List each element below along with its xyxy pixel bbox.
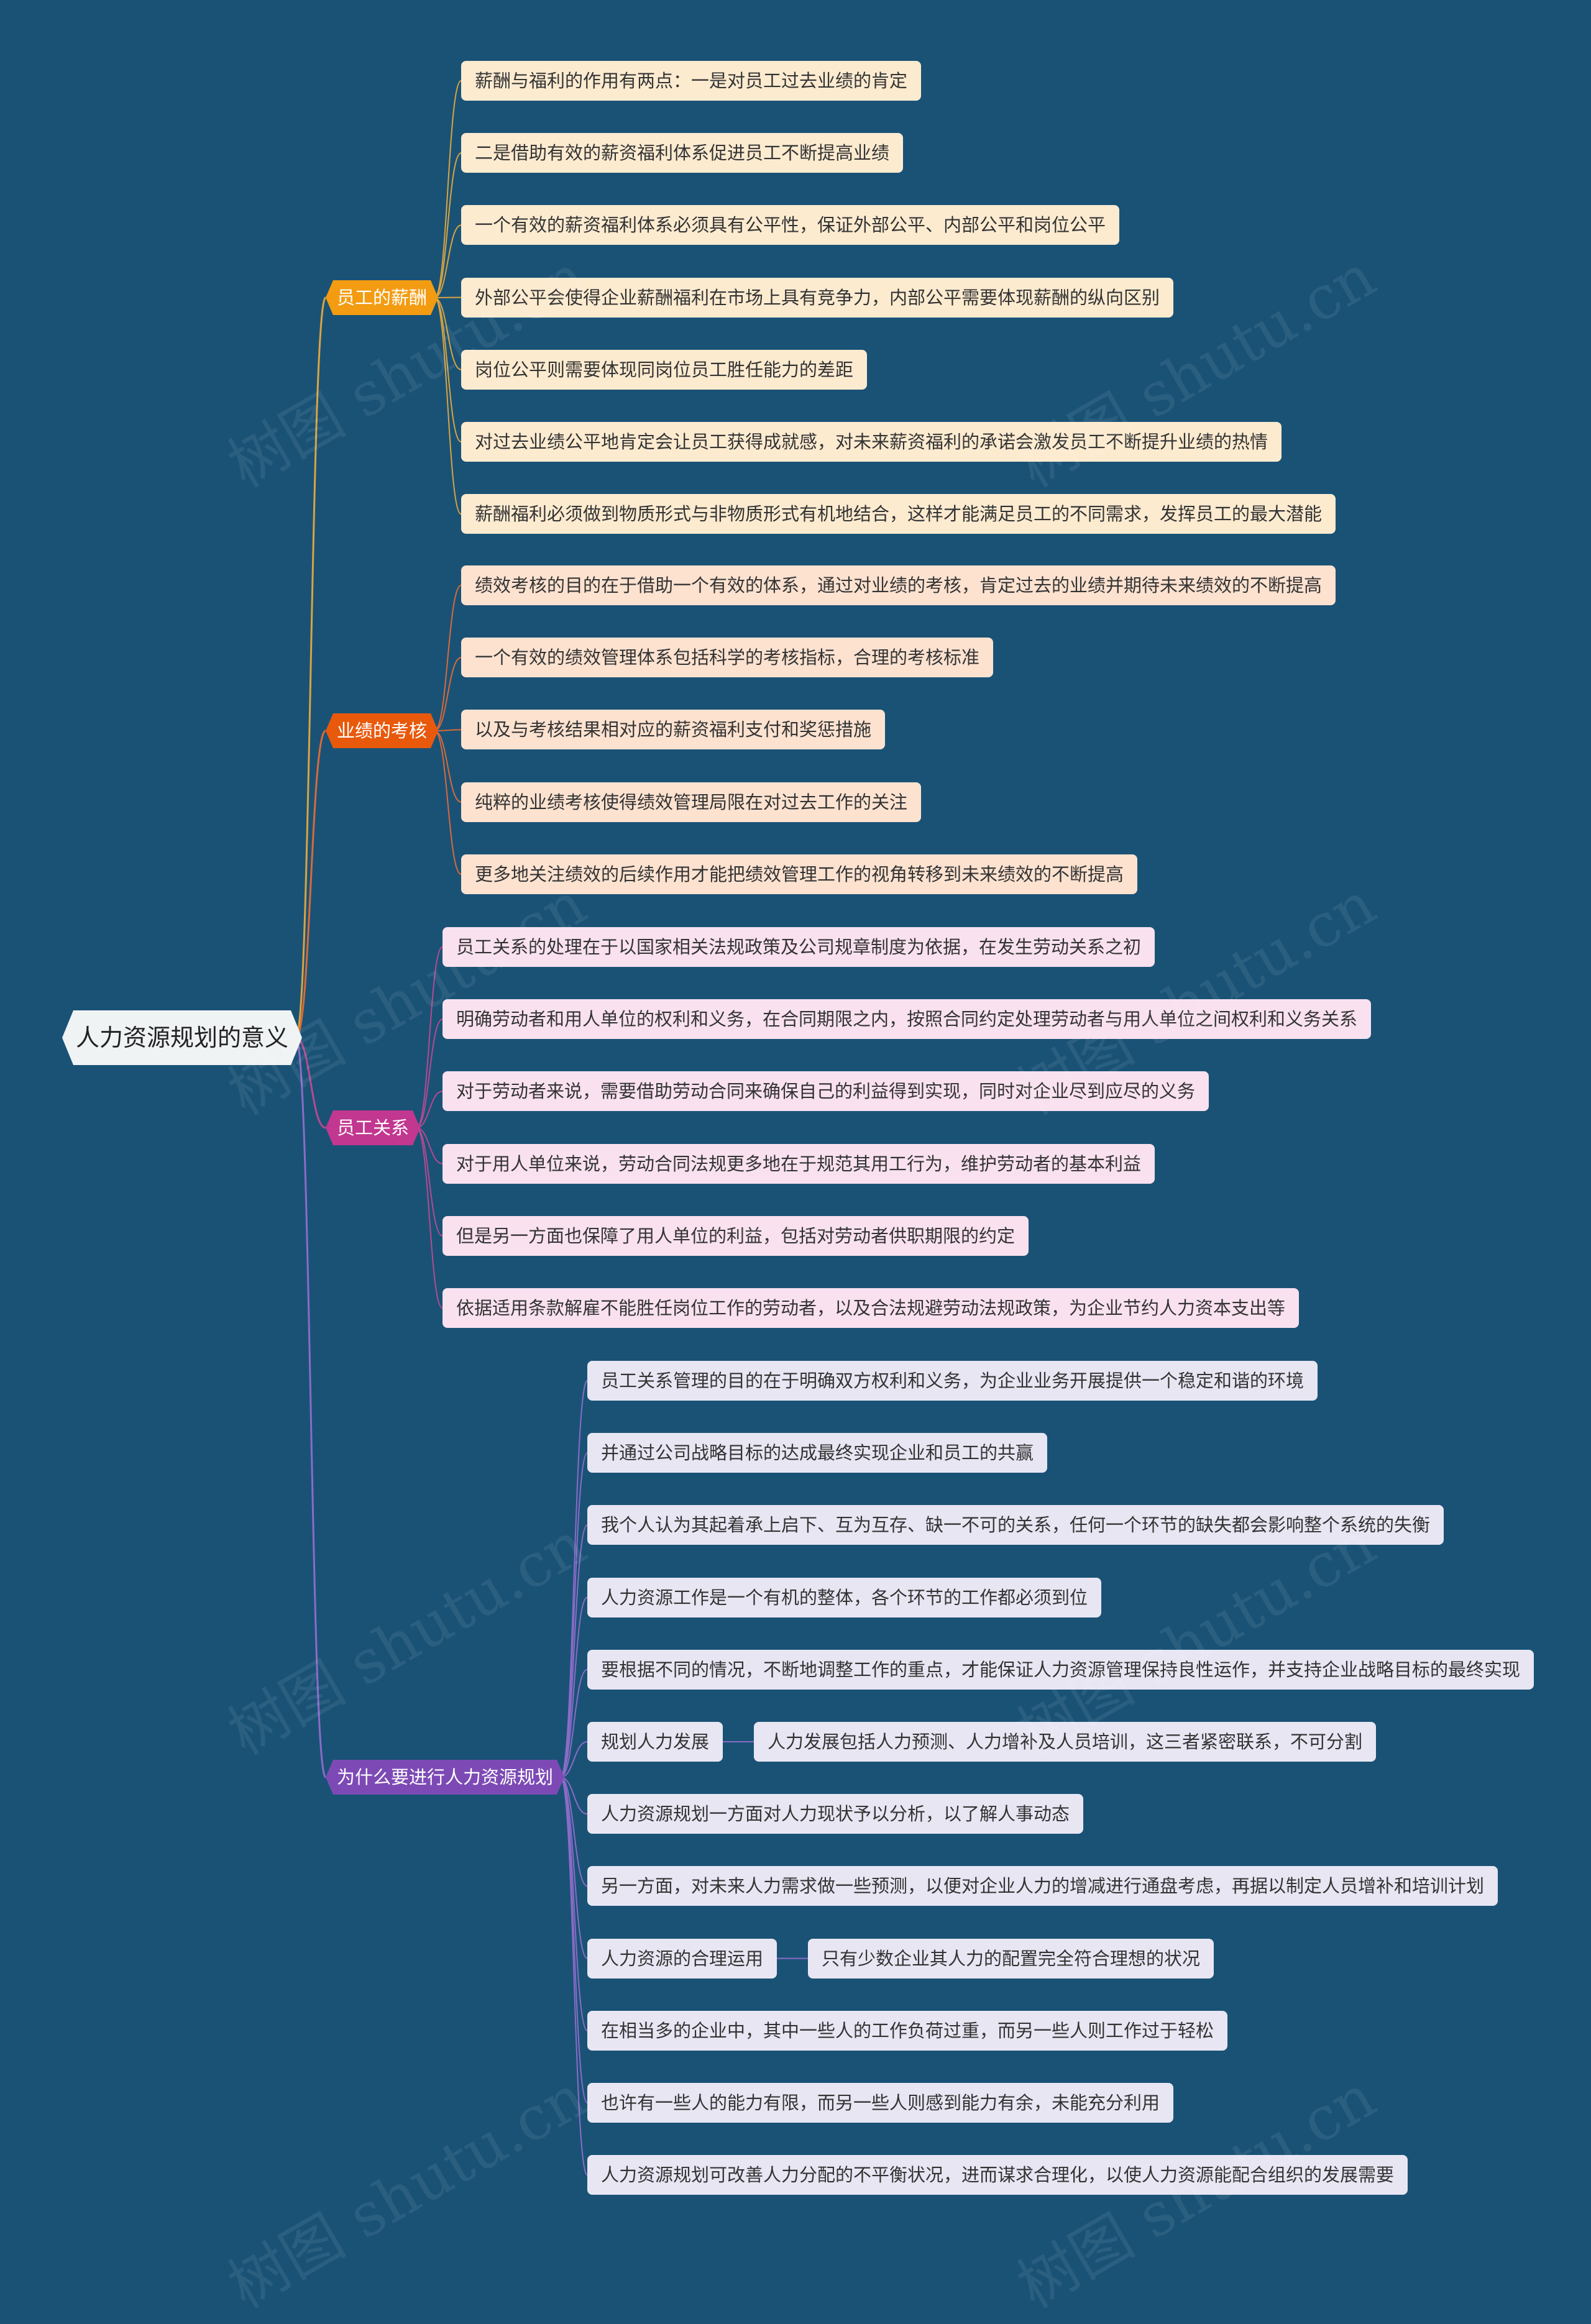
leaf-topic[interactable]: 对于劳动者来说，需要借助劳动合同来确保自己的利益得到实现，同时对企业尽到应尽的义…: [442, 1071, 1209, 1111]
root-topic[interactable]: 人力资源规划的意义: [62, 1010, 302, 1065]
connector-line: [416, 947, 442, 1128]
leaf-topic[interactable]: 在相当多的企业中，其中一些人的工作负荷过重，而另一些人则工作过于轻松: [587, 2011, 1227, 2051]
connector-line: [561, 1777, 587, 2175]
connector-line: [434, 225, 461, 298]
leaf-topic[interactable]: 人力资源规划一方面对人力现状予以分析，以了解人事动态: [587, 1794, 1083, 1834]
sub-topic[interactable]: 只有少数企业其人力的配置完全符合理想的状况: [808, 1939, 1214, 1979]
leaf-topic[interactable]: 薪酬与福利的作用有两点：一是对员工过去业绩的肯定: [461, 61, 921, 101]
leaf-topic[interactable]: 要根据不同的情况，不断地调整工作的重点，才能保证人力资源管理保持良性运作，并支持…: [587, 1650, 1534, 1690]
connector-line: [434, 731, 461, 802]
leaf-topic[interactable]: 但是另一方面也保障了用人单位的利益，包括对劳动者供职期限的约定: [442, 1216, 1029, 1256]
leaf-topic[interactable]: 并通过公司战略目标的达成最终实现企业和员工的共赢: [587, 1433, 1047, 1473]
connector-lines: [0, 0, 1591, 2258]
leaf-topic[interactable]: 人力资源的合理运用: [587, 1939, 777, 1979]
connector-line: [561, 1777, 587, 2103]
connector-line: [296, 298, 326, 1038]
leaf-topic[interactable]: 外部公平会使得企业薪酬福利在市场上具有竞争力，内部公平需要体现薪酬的纵向区别: [461, 278, 1173, 318]
connector-line: [434, 81, 461, 298]
connector-line: [296, 731, 326, 1038]
mind-map: 人力资源规划的意义 员工的薪酬 薪酬与福利的作用有两点：一是对员工过去业绩的肯定二…: [0, 0, 1591, 2258]
leaf-topic[interactable]: 岗位公平则需要体现同岗位员工胜任能力的差距: [461, 350, 867, 390]
leaf-topic[interactable]: 人力资源工作是一个有机的整体，各个环节的工作都必须到位: [587, 1578, 1101, 1617]
leaf-topic[interactable]: 人力资源规划可改善人力分配的不平衡状况，进而谋求合理化，以使人力资源能配合组织的…: [587, 2155, 1408, 2195]
leaf-topic[interactable]: 薪酬福利必须做到物质形式与非物质形式有机地结合，这样才能满足员工的不同需求，发挥…: [461, 494, 1336, 534]
connector-line: [561, 1453, 587, 1777]
connector-line: [434, 298, 461, 514]
connector-line: [434, 298, 461, 370]
branch-topic[interactable]: 业绩的考核: [326, 713, 438, 748]
leaf-topic[interactable]: 我个人认为其起着承上启下、互为互存、缺一不可的关系，任何一个环节的缺失都会影响整…: [587, 1505, 1444, 1545]
leaf-topic[interactable]: 纯粹的业绩考核使得绩效管理局限在对过去工作的关注: [461, 782, 921, 822]
leaf-topic[interactable]: 二是借助有效的薪资福利体系促进员工不断提高业绩: [461, 133, 903, 173]
leaf-topic[interactable]: 规划人力发展: [587, 1722, 723, 1762]
connector-line: [434, 298, 461, 442]
leaf-topic[interactable]: 对于用人单位来说，劳动合同法规更多地在于规范其用工行为，维护劳动者的基本利益: [442, 1144, 1155, 1184]
connector-line: [296, 1038, 326, 1777]
connector-line: [434, 153, 461, 298]
leaf-topic[interactable]: 明确劳动者和用人单位的权利和义务，在合同期限之内，按照合同约定处理劳动者与用人单…: [442, 999, 1371, 1039]
leaf-topic[interactable]: 员工关系的处理在于以国家相关法规政策及公司规章制度为依据，在发生劳动关系之初: [442, 927, 1155, 967]
connector-line: [434, 730, 461, 731]
sub-topic[interactable]: 人力发展包括人力预测、人力增补及人员培训，这三者紧密联系，不可分割: [754, 1722, 1376, 1762]
connector-line: [434, 731, 461, 874]
leaf-topic[interactable]: 绩效考核的目的在于借助一个有效的体系，通过对业绩的考核，肯定过去的业绩并期待未来…: [461, 565, 1336, 605]
leaf-topic[interactable]: 另一方面，对未来人力需求做一些预测，以便对企业人力的增减进行通盘考虑，再据以制定…: [587, 1866, 1498, 1906]
leaf-topic[interactable]: 更多地关注绩效的后续作用才能把绩效管理工作的视角转移到未来绩效的不断提高: [461, 854, 1137, 894]
connector-line: [434, 585, 461, 731]
branch-topic[interactable]: 员工的薪酬: [326, 280, 438, 315]
leaf-topic[interactable]: 依据适用条款解雇不能胜任岗位工作的劳动者，以及合法规避劳动法规政策，为企业节约人…: [442, 1288, 1299, 1328]
connector-line: [434, 657, 461, 731]
leaf-topic[interactable]: 一个有效的绩效管理体系包括科学的考核指标，合理的考核标准: [461, 638, 993, 677]
connector-line: [296, 1038, 326, 1128]
leaf-topic[interactable]: 一个有效的薪资福利体系必须具有公平性，保证外部公平、内部公平和岗位公平: [461, 205, 1119, 245]
leaf-topic[interactable]: 员工关系管理的目的在于明确双方权利和义务，为企业业务开展提供一个稳定和谐的环境: [587, 1361, 1318, 1401]
leaf-topic[interactable]: 也许有一些人的能力有限，而另一些人则感到能力有余，未能充分利用: [587, 2083, 1173, 2123]
connector-line: [561, 1381, 587, 1777]
branch-topic[interactable]: 为什么要进行人力资源规划: [326, 1760, 564, 1795]
leaf-topic[interactable]: 以及与考核结果相对应的薪资福利支付和奖惩措施: [461, 710, 885, 749]
branch-topic[interactable]: 员工关系: [326, 1110, 420, 1145]
connector-line: [416, 1128, 442, 1308]
leaf-topic[interactable]: 对过去业绩公平地肯定会让员工获得成就感，对未来薪资福利的承诺会激发员工不断提升业…: [461, 422, 1282, 462]
